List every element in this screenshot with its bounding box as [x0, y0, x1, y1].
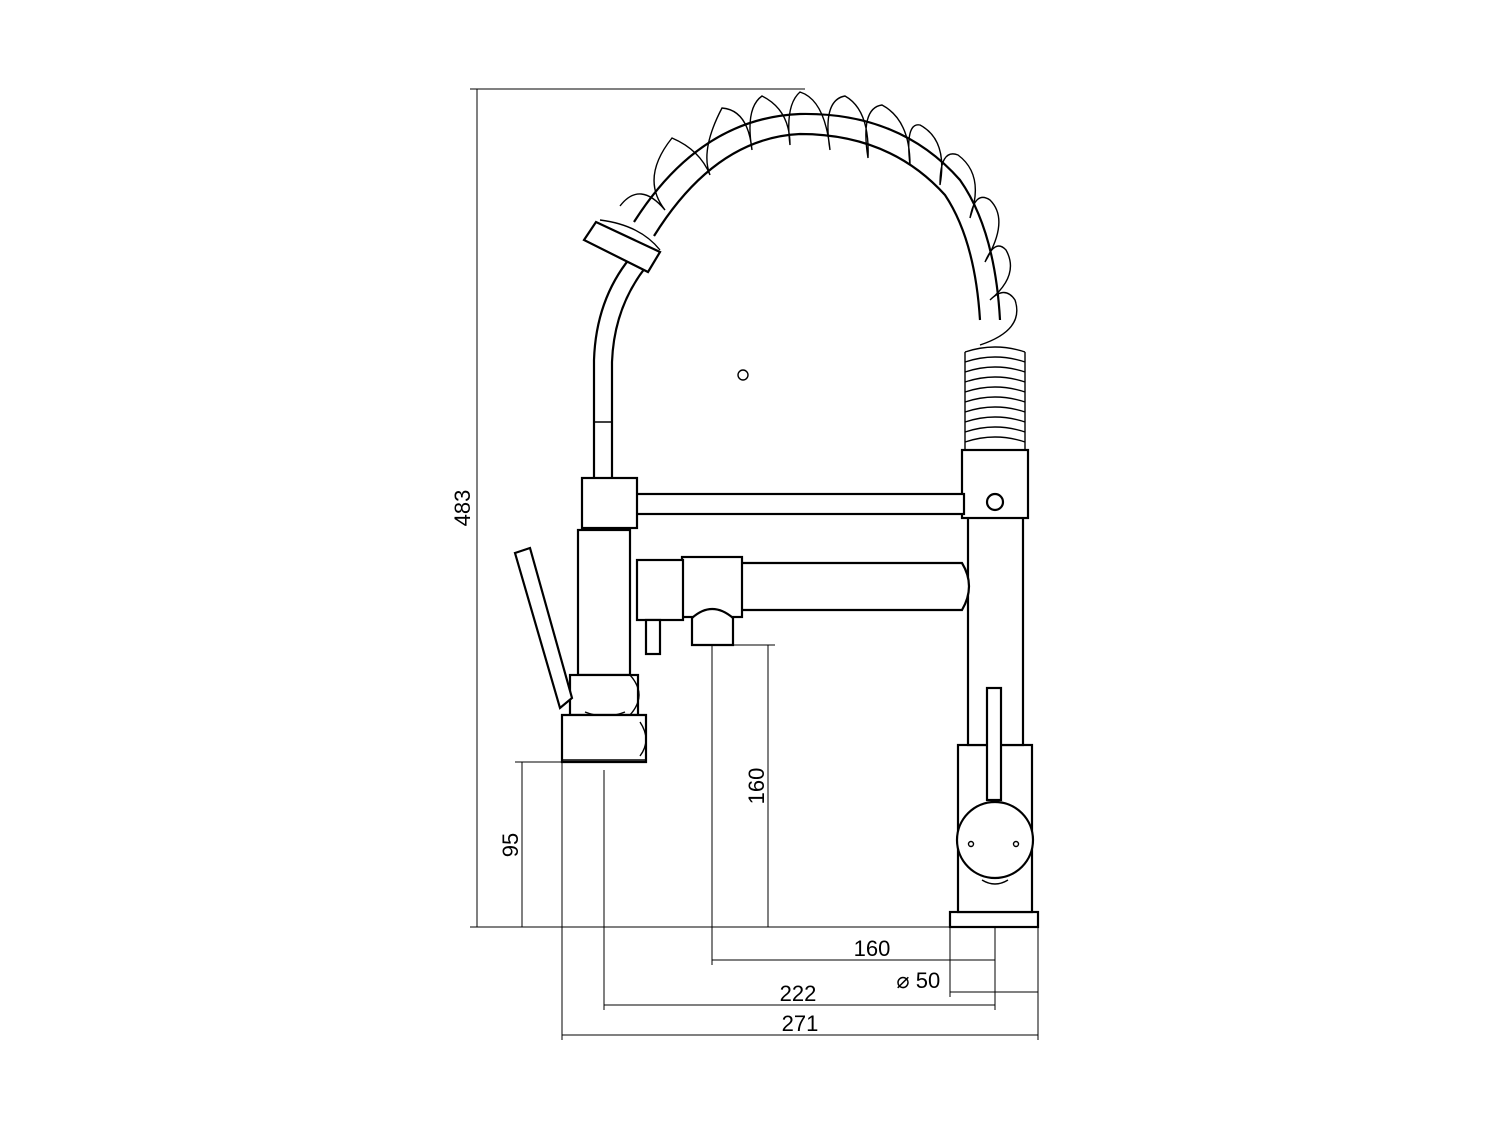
sprayer-lever: [513, 546, 574, 710]
center-bead: [737, 369, 749, 381]
dimension-lines: [470, 88, 1039, 1040]
hose-arc-outer: [633, 112, 1002, 321]
sprayer-head-curve: [639, 721, 647, 757]
spout-outlet: [690, 607, 735, 647]
clamp-detail: [599, 219, 661, 251]
base-plate: [948, 910, 1040, 929]
hub-lower-detail: [981, 879, 1009, 885]
dim-sprayer-height: 95: [498, 833, 523, 857]
spout-button: [644, 618, 662, 656]
dim-spout-reach: 160: [854, 936, 891, 961]
dim-total-height: 483: [450, 490, 475, 527]
sprayer-head: [560, 713, 648, 764]
spring-coils: [619, 91, 1018, 346]
dim-overall-width: 271: [782, 1011, 819, 1036]
mixer-handle: [985, 686, 1003, 802]
spring-hose: [582, 91, 1030, 520]
hose-arc-inner: [653, 132, 982, 321]
tight-spring: [964, 346, 1026, 450]
spout-arm: [738, 561, 971, 612]
dim-base-diameter: 50: [916, 968, 940, 993]
holder-bar: [634, 492, 966, 516]
hub-dot-right: [1012, 840, 1020, 848]
sprayer-body: [576, 528, 632, 677]
dim-spout-outlet-height: 160: [744, 768, 769, 805]
dim-sprayer-reach: 222: [780, 981, 817, 1006]
spray-nozzle-clamp: [582, 220, 662, 274]
spout-cap: [635, 558, 685, 622]
handle-hub: [955, 800, 1035, 880]
hub-dot-left: [967, 840, 975, 848]
sprayer-assembly: [513, 476, 966, 764]
collar-screw: [985, 492, 1005, 512]
sprayer-ring: [568, 673, 640, 717]
hose-left-outer: [592, 257, 631, 478]
holder-clip: [580, 476, 639, 530]
sprayer-ring-curve: [629, 674, 640, 716]
swivel-spout: [635, 555, 971, 656]
dim-diameter-symbol: ⌀: [896, 968, 909, 993]
hose-left-inner: [610, 267, 646, 478]
